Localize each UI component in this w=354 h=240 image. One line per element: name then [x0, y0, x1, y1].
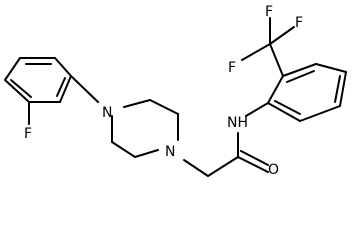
bond [315, 63, 347, 73]
bond [123, 99, 151, 108]
amide-nh-label: NH [227, 115, 248, 131]
aromatic-inner-bond [274, 100, 301, 115]
bond [111, 141, 136, 158]
bond [299, 105, 341, 122]
aromatic-inner-bond [10, 79, 32, 98]
bond [282, 63, 317, 77]
fluorine-label: F [228, 60, 236, 76]
bond [183, 159, 209, 177]
aromatic-inner-bond [334, 75, 341, 103]
structure-diagram: F N N O NH F F F [4, 4, 347, 178]
bond [267, 75, 284, 104]
molecule-drawing: F N N O NH F F F [4, 4, 347, 178]
bond [269, 43, 284, 77]
bond [134, 149, 159, 158]
bond [54, 57, 72, 77]
piperazine-nitrogen-label: N [102, 105, 112, 121]
bond [4, 57, 21, 81]
bond [269, 26, 295, 45]
bond [339, 71, 347, 107]
piperazine-nitrogen-label: N [165, 144, 175, 160]
bond [70, 75, 99, 103]
bond [267, 102, 301, 122]
bond [149, 99, 179, 115]
fluorine-label: F [295, 15, 303, 31]
carbonyl-bond [240, 150, 269, 166]
bond [207, 156, 239, 177]
bond [241, 43, 271, 61]
fluorophenyl-ring [4, 57, 72, 103]
bond [245, 102, 269, 117]
bond [4, 79, 30, 103]
aromatic-inner-bond [56, 77, 66, 97]
carbonyl-bond [237, 156, 269, 173]
fluorine-label: F [265, 4, 273, 20]
bond [59, 75, 72, 103]
piperazine-ring [111, 99, 179, 158]
carbonyl-oxygen-label: O [268, 162, 279, 178]
trifluoromethylphenyl-ring [267, 63, 347, 122]
fluorine-label: F [24, 126, 32, 142]
aromatic-inner-bond [286, 70, 315, 83]
